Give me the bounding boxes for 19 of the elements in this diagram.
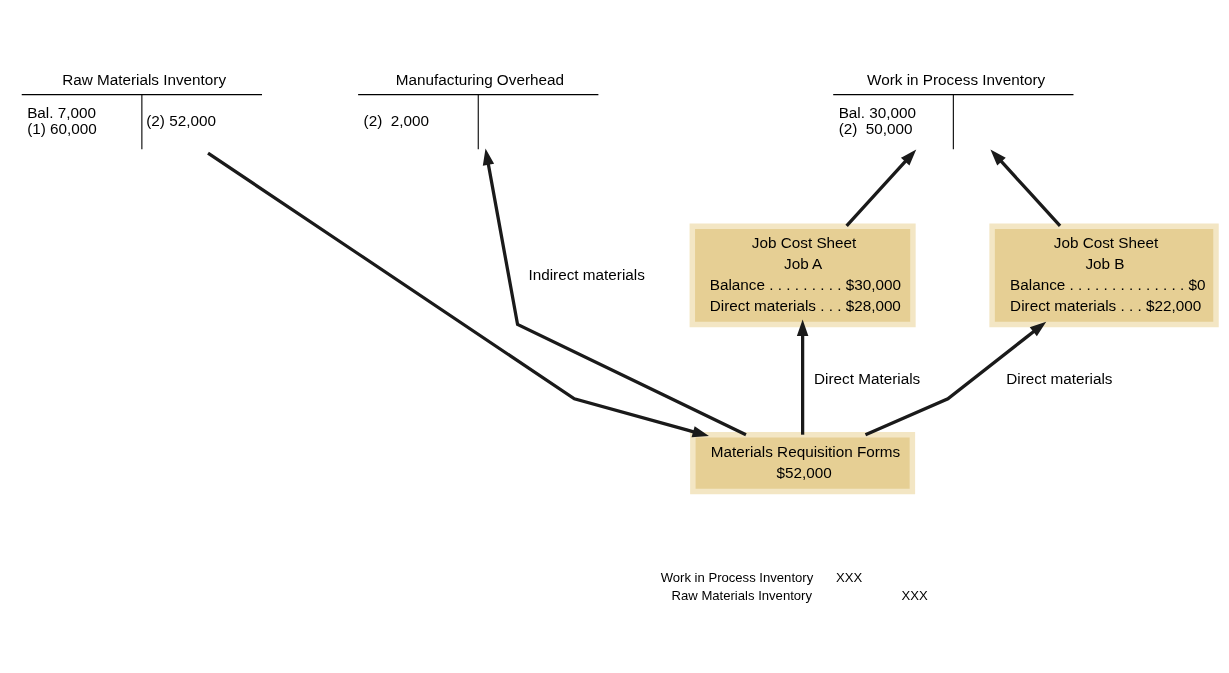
node-text: Work in Process Inventory Bal. 30,000 (2) 50,000 [838,70,1046,138]
arrow [482,148,747,437]
arrow [796,319,809,435]
arrow [864,321,1047,437]
edge-label: Direct Materials [814,370,921,388]
label: Work in Process Inventory [660,569,814,585]
edge-label: Indirect materials [528,265,645,283]
node-text: Manufacturing Overhead (2) 2,000 [363,70,564,129]
label: Raw Materials Inventory [671,588,812,604]
label: XXX [835,569,863,585]
node-box: Job Cost Sheet Job B Balance . . . . . . . . . . . . . . $0 Direct materials . . . $22,000 [989,223,1219,328]
label: XXX [901,588,928,604]
node-box: Materials Requisition Forms $52,000 [690,432,916,495]
node-box: Job Cost Sheet Job A Balance . . . . . . . . . $30,000 Direct materials . . . $28,000 [689,223,916,328]
node-text: Raw Materials Inventory Bal. 7,000 (1) 60,000 (2) 52,000 [27,70,227,138]
arrow [207,151,709,438]
arrow [845,149,917,228]
edge-label: Direct materials [1006,370,1113,388]
arrow [990,149,1062,228]
